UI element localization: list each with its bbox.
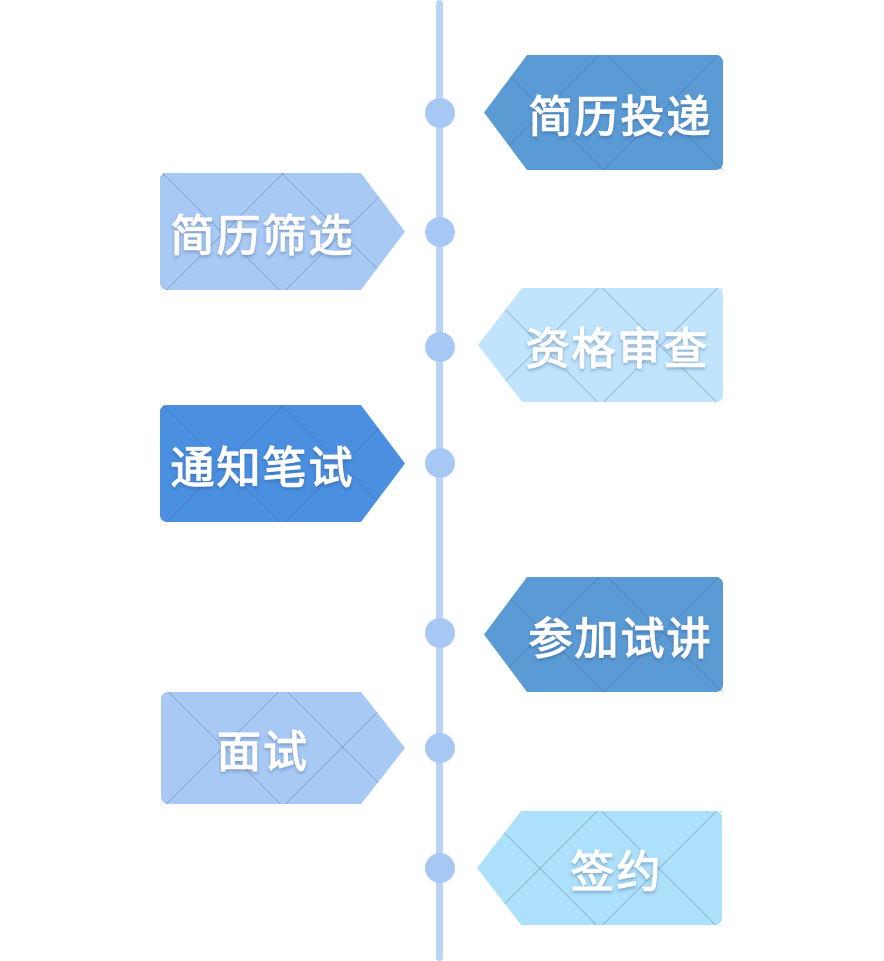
step-label-3: 资格审查 [525,325,710,374]
step-node-5[interactable]: 参加试讲 [484,577,723,692]
step-node-3[interactable]: 资格审查 [478,288,723,402]
step-label-2: 简历筛选 [170,211,355,261]
step-shape-6 [161,692,405,804]
timeline-dot-3[interactable] [425,332,455,362]
step-shape-3 [478,288,723,402]
timeline-dot-2[interactable] [425,217,455,247]
step-shape-4 [160,405,405,522]
timeline-dot-7[interactable] [425,853,455,883]
step-label-4: 通知笔试 [170,443,355,493]
timeline-axis-line [436,0,443,961]
step-node-1[interactable]: 简历投递 [484,55,723,170]
step-shape-2 [160,173,405,290]
step-node-2[interactable]: 简历筛选 [160,173,405,290]
timeline-dot-5[interactable] [425,618,455,648]
step-node-4[interactable]: 通知笔试 [160,405,405,522]
timeline-dot-6[interactable] [425,733,455,763]
timeline-dot-4[interactable] [425,448,455,478]
step-shape-7 [477,811,722,925]
step-label-7: 签约 [570,848,663,897]
step-node-6[interactable]: 面试 [161,692,405,804]
step-node-7[interactable]: 签约 [477,811,722,925]
step-shape-5 [484,577,723,692]
step-shape-1 [484,55,723,170]
step-label-5: 参加试讲 [528,614,713,664]
timeline-dot-1[interactable] [425,98,455,128]
step-label-1: 简历投递 [528,92,713,142]
step-label-6: 面试 [217,728,309,777]
